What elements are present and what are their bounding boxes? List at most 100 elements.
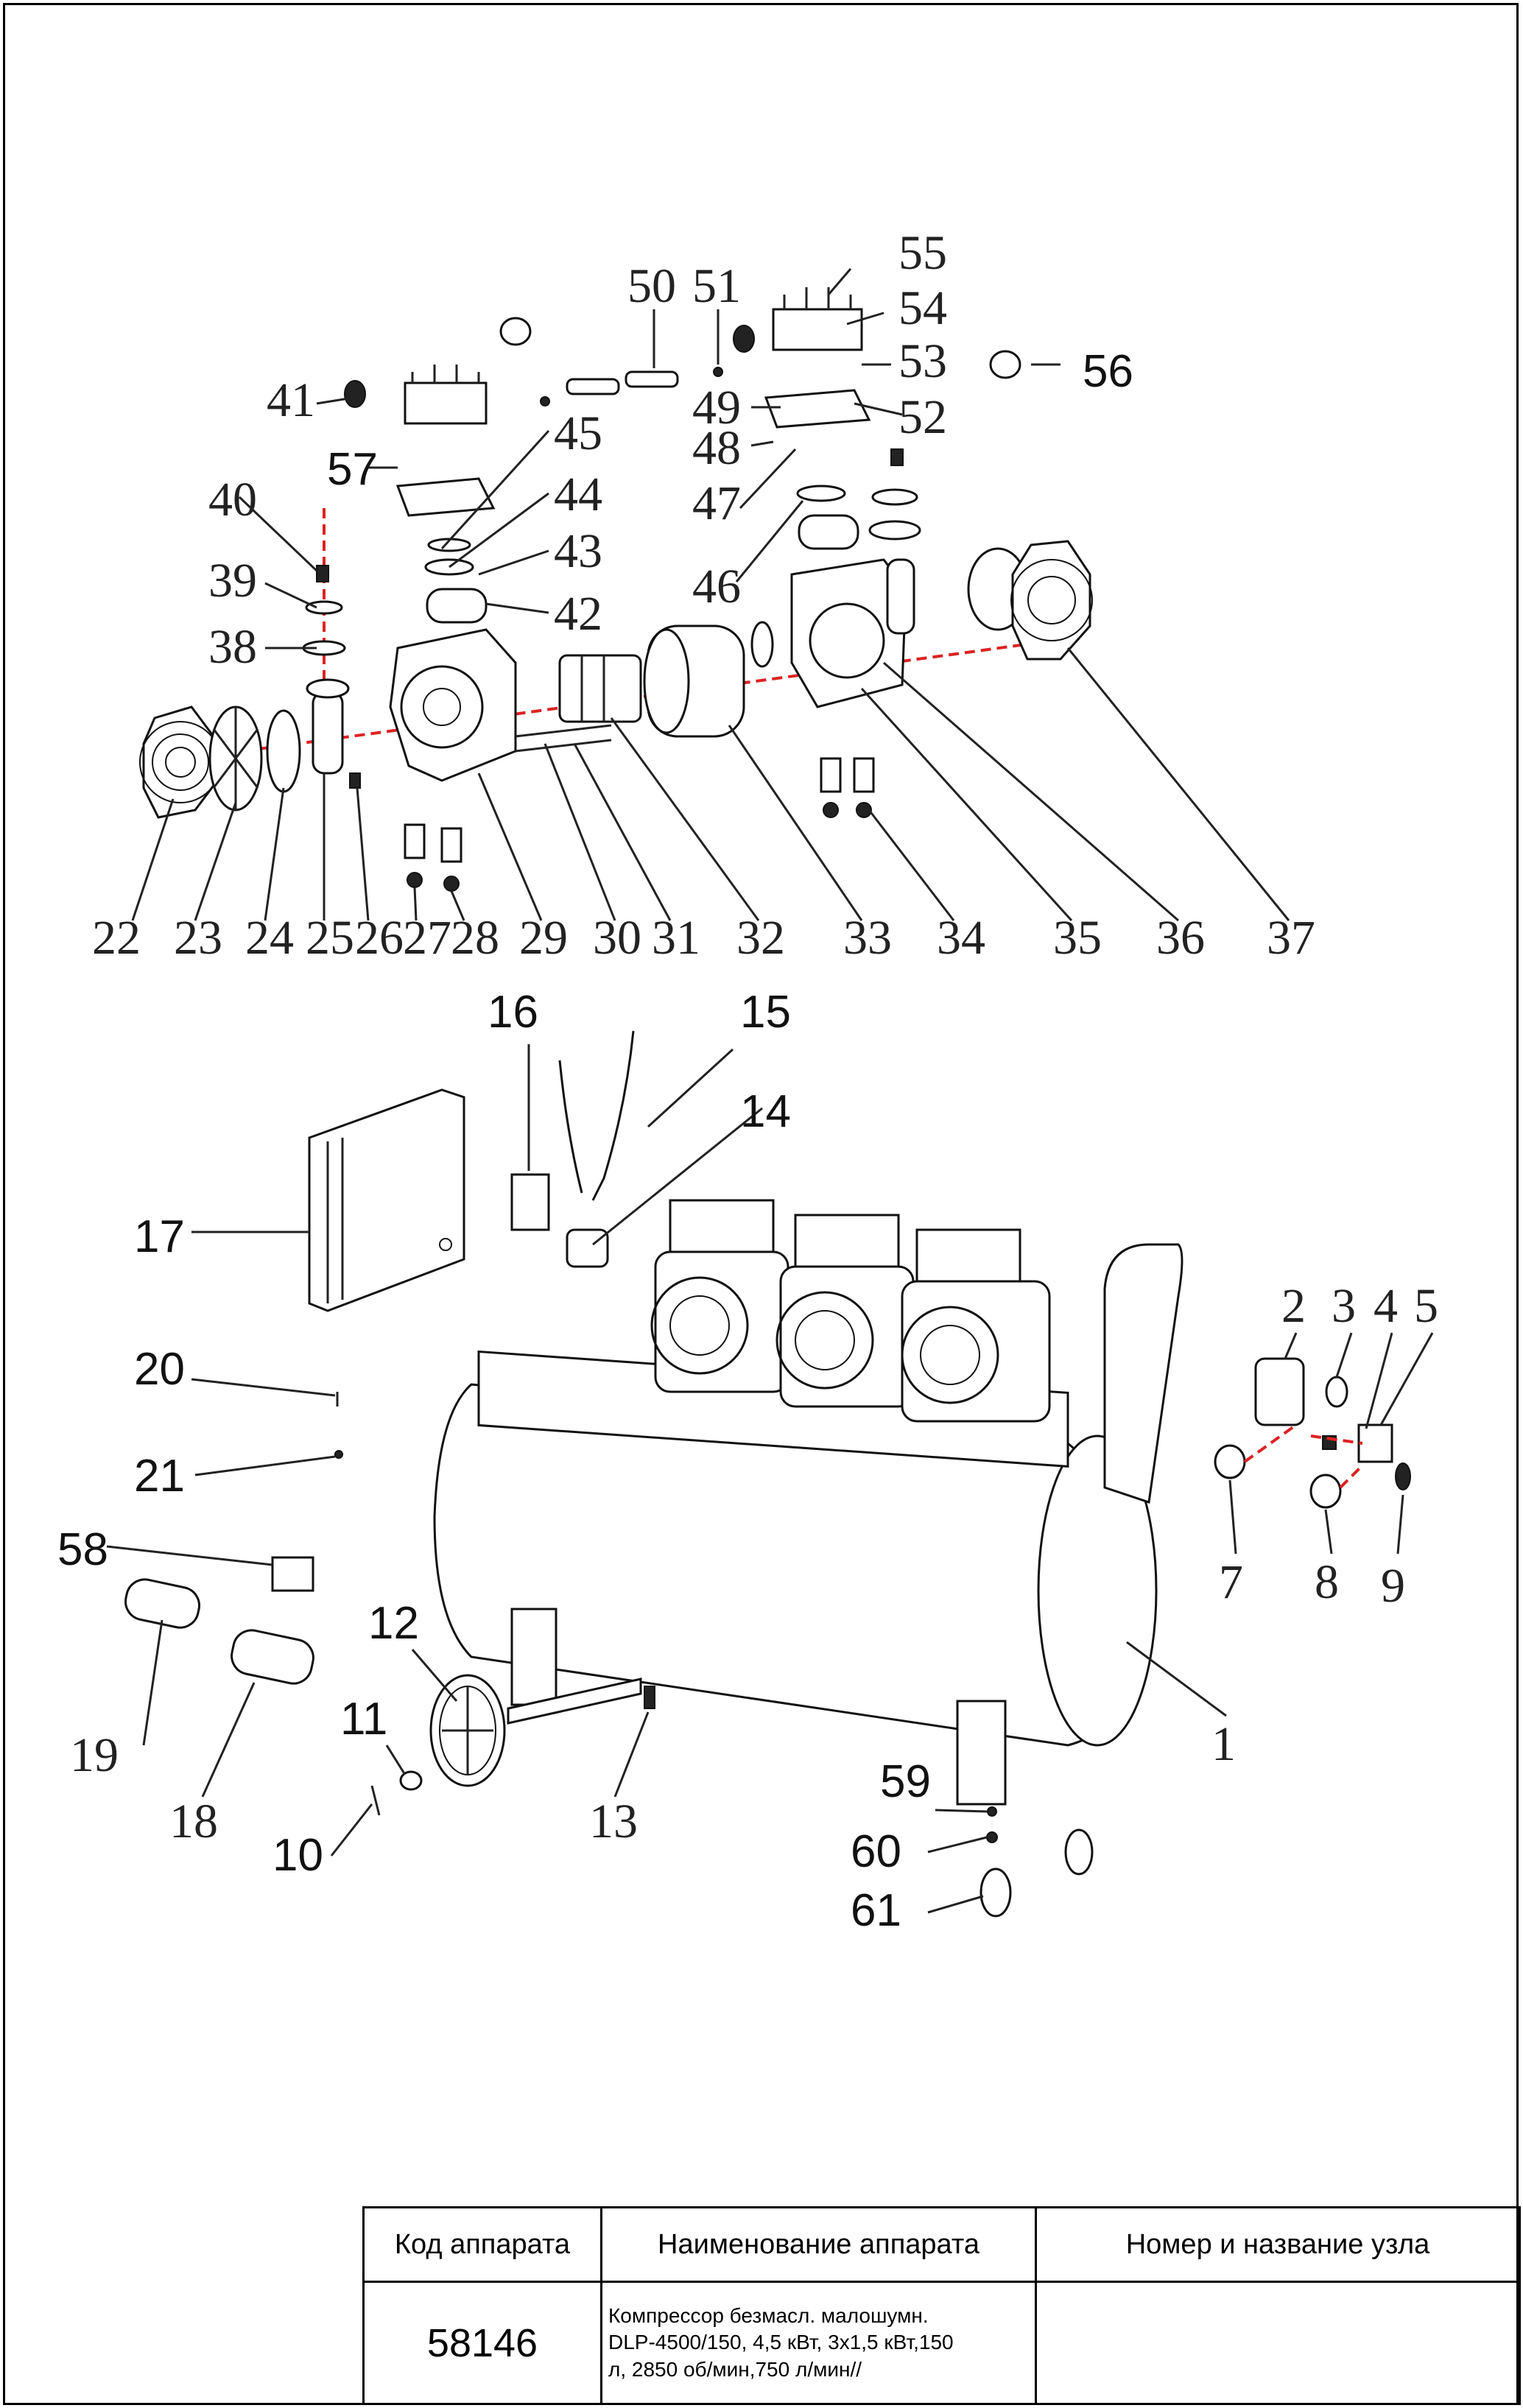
callout-56: 56 bbox=[1083, 346, 1133, 397]
callout-48: 48 bbox=[692, 421, 741, 475]
device-code-value: 58146 bbox=[362, 2281, 602, 2405]
axis-4-5 bbox=[1310, 1434, 1363, 1445]
callout-26: 26 bbox=[355, 911, 404, 965]
check-valve-16 bbox=[510, 1173, 550, 1231]
callout-50: 50 bbox=[627, 259, 676, 313]
o-ring-small bbox=[540, 396, 550, 406]
callout-24: 24 bbox=[245, 911, 294, 965]
title-block-table: Код аппарата Наименование аппарата Номер… bbox=[362, 2206, 1521, 2405]
callout-3: 3 bbox=[1332, 1279, 1356, 1333]
callout-5: 5 bbox=[1414, 1279, 1438, 1333]
assembly-axis bbox=[161, 639, 1054, 764]
callout-31: 31 bbox=[652, 911, 700, 965]
callout-32: 32 bbox=[736, 911, 785, 965]
tank-foot-left bbox=[510, 1608, 558, 1706]
screw-21 bbox=[334, 1450, 343, 1459]
callout-30: 30 bbox=[593, 911, 641, 965]
fan-guard-right bbox=[967, 540, 1093, 661]
callout-21: 21 bbox=[134, 1451, 185, 1502]
fitting-41 bbox=[344, 380, 366, 408]
callout-22: 22 bbox=[92, 911, 141, 965]
callout-27: 27 bbox=[403, 911, 451, 965]
callout-46: 46 bbox=[692, 560, 741, 613]
gauge-8 bbox=[1309, 1474, 1342, 1509]
gauge-7 bbox=[1214, 1444, 1246, 1479]
cylinder-head-right bbox=[764, 287, 871, 550]
callout-58: 58 bbox=[57, 1524, 108, 1575]
motor-unit-2 bbox=[775, 1214, 915, 1408]
side-cover bbox=[308, 1088, 465, 1312]
crankcase-right bbox=[750, 558, 907, 708]
callout-42: 42 bbox=[554, 587, 602, 641]
small-bolt bbox=[349, 772, 361, 789]
tie-rod-30 bbox=[515, 724, 612, 738]
motor-stator bbox=[643, 624, 745, 738]
fitting-14 bbox=[566, 1228, 609, 1268]
callout-49: 49 bbox=[692, 381, 741, 434]
o-ring-51 bbox=[713, 367, 723, 377]
axis-8-5 bbox=[1339, 1464, 1364, 1489]
callout-14: 14 bbox=[740, 1086, 791, 1137]
callout-41: 41 bbox=[267, 373, 315, 427]
callout-8: 8 bbox=[1315, 1555, 1339, 1609]
drain-valve-13 bbox=[644, 1686, 655, 1709]
device-name-line-3: л, 2850 об/мин,750 л/мин// bbox=[608, 2357, 862, 2381]
callout-2: 2 bbox=[1281, 1279, 1306, 1333]
callout-11: 11 bbox=[340, 1694, 387, 1745]
callout-47: 47 bbox=[692, 476, 741, 530]
callout-61: 61 bbox=[851, 1885, 901, 1936]
device-name-line-2: DLP-4500/150, 4,5 кВт, 3х1,5 кВт,150 bbox=[608, 2331, 954, 2354]
callout-12: 12 bbox=[368, 1598, 419, 1649]
callout-59: 59 bbox=[880, 1756, 931, 1807]
header-device-code: Код аппарата bbox=[362, 2206, 602, 2283]
callout-39: 39 bbox=[208, 554, 257, 608]
rubber-mount-28 bbox=[440, 827, 462, 892]
callout-55: 55 bbox=[898, 226, 947, 280]
title-block-value-row: 58146 Компрессор безмасл. малошумн. DLP-… bbox=[362, 2281, 1521, 2405]
capacitor-18 bbox=[231, 1629, 314, 1685]
tube-connector-a bbox=[566, 378, 620, 395]
pipe-15 bbox=[591, 1030, 635, 1201]
bolt-top bbox=[316, 565, 329, 582]
pump-assembly-exploded bbox=[131, 268, 1290, 922]
tank-foot-right bbox=[956, 1700, 1007, 1806]
callout-34: 34 bbox=[937, 911, 985, 965]
callout-4: 4 bbox=[1373, 1279, 1398, 1333]
wheel-bracket bbox=[507, 1677, 642, 1725]
callout-53: 53 bbox=[898, 334, 947, 388]
washer-top bbox=[305, 600, 343, 615]
callout-40: 40 bbox=[208, 473, 257, 527]
fitting-plug bbox=[499, 317, 532, 346]
callout-7: 7 bbox=[1219, 1555, 1243, 1609]
device-name-line-1: Компрессор безмасл. малошумн. bbox=[608, 2303, 929, 2327]
callout-60: 60 bbox=[851, 1826, 901, 1877]
callout-10: 10 bbox=[272, 1830, 323, 1881]
fitting-9 bbox=[1395, 1462, 1411, 1490]
motor-unit-3 bbox=[901, 1228, 1051, 1423]
callout-20: 20 bbox=[134, 1344, 185, 1395]
fitting-5 bbox=[1357, 1423, 1393, 1463]
node-name-value bbox=[1035, 2281, 1521, 2405]
compressor-assembly bbox=[106, 1030, 1434, 1918]
axis-2-7 bbox=[1243, 1423, 1298, 1463]
pin-10 bbox=[370, 1785, 381, 1816]
callout-45: 45 bbox=[554, 406, 602, 460]
connecting-rod-left bbox=[306, 678, 350, 775]
callout-51: 51 bbox=[692, 259, 741, 313]
callout-19: 19 bbox=[70, 1728, 119, 1782]
tube-connector-b bbox=[625, 370, 679, 388]
pressure-switch bbox=[1254, 1357, 1305, 1426]
callout-52: 52 bbox=[898, 390, 947, 444]
callout-35: 35 bbox=[1053, 911, 1102, 965]
callout-16: 16 bbox=[488, 987, 538, 1038]
fitting-56 bbox=[989, 350, 1021, 379]
device-name-value: Компрессор безмасл. малошумн. DLP-4500/1… bbox=[600, 2281, 1037, 2405]
callout-18: 18 bbox=[169, 1795, 218, 1848]
callout-9: 9 bbox=[1381, 1559, 1405, 1613]
callout-25: 25 bbox=[306, 911, 354, 965]
callout-38: 38 bbox=[208, 620, 257, 674]
crankcase-left bbox=[389, 628, 517, 782]
fitting-right bbox=[733, 325, 755, 353]
wheel bbox=[429, 1674, 506, 1787]
